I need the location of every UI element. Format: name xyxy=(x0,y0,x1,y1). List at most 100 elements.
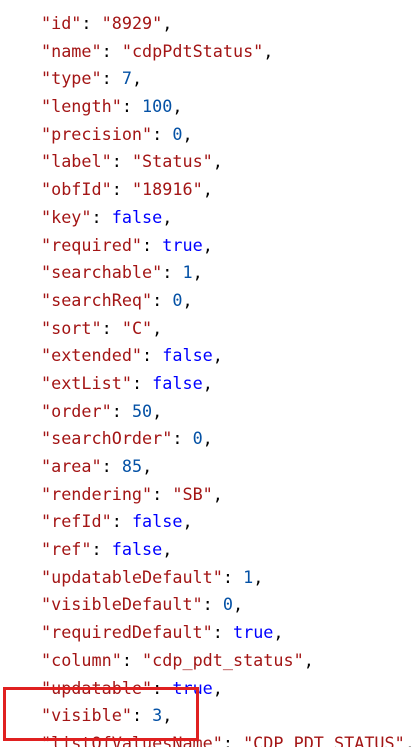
json-key: "updatableDefault" xyxy=(41,566,223,587)
json-key: "area" xyxy=(41,456,102,476)
json-value: "8929" xyxy=(101,13,163,33)
json-value: false xyxy=(152,372,203,393)
json-value: 100 xyxy=(142,96,173,117)
json-value: false xyxy=(162,345,213,366)
json-value: 50 xyxy=(131,400,153,421)
json-comma: , xyxy=(212,677,223,698)
json-comma: , xyxy=(202,234,213,255)
json-value: true xyxy=(232,622,274,643)
json-key: "key" xyxy=(41,206,92,227)
json-colon: : xyxy=(152,483,173,504)
json-key: "label" xyxy=(41,151,112,172)
json-line: "label": "Status", xyxy=(0,148,413,176)
json-key: "searchable" xyxy=(41,262,163,283)
json-colon: : xyxy=(101,40,122,61)
json-colon: : xyxy=(222,732,244,747)
json-comma: , xyxy=(212,151,223,172)
json-colon: : xyxy=(101,68,122,89)
json-comma: , xyxy=(162,13,173,33)
json-key: "requiredDefault" xyxy=(41,622,213,643)
json-comma: , xyxy=(303,649,314,670)
json-comma: , xyxy=(273,622,284,643)
json-comma: , xyxy=(202,372,213,393)
json-value: "18916" xyxy=(131,179,203,200)
json-colon: : xyxy=(222,566,244,587)
json-line: "precision": 0, xyxy=(0,121,413,149)
json-value: "SB" xyxy=(172,483,213,504)
json-comma: , xyxy=(202,428,213,449)
json-colon: : xyxy=(212,622,233,643)
json-value: 1 xyxy=(182,262,193,283)
json-value: 0 xyxy=(222,594,233,615)
json-key: "type" xyxy=(41,68,102,89)
json-key: "searchOrder" xyxy=(41,428,173,449)
json-colon: : xyxy=(162,262,183,283)
json-comma: , xyxy=(212,483,223,504)
json-value: true xyxy=(162,234,203,255)
json-colon: : xyxy=(121,649,143,670)
json-comma: , xyxy=(182,289,193,310)
json-key: "rendering" xyxy=(41,483,153,504)
json-key: "id" xyxy=(41,13,82,33)
json-line: "order": 50, xyxy=(0,398,413,426)
json-comma: , xyxy=(162,539,173,560)
json-key: "name" xyxy=(41,40,102,61)
json-line: "visibleDefault": 0, xyxy=(0,591,413,619)
json-colon: : xyxy=(142,345,163,366)
json-line: "searchOrder": 0, xyxy=(0,425,413,453)
highlight-box xyxy=(3,687,199,741)
json-colon: : xyxy=(111,400,132,421)
json-value: 3 xyxy=(152,705,163,726)
json-line: "ref": false, xyxy=(0,536,413,564)
json-line: "rendering": "SB", xyxy=(0,481,413,509)
json-colon: : xyxy=(131,705,153,726)
json-comma: , xyxy=(253,566,264,587)
json-comma: , xyxy=(162,206,173,227)
json-colon: : xyxy=(91,206,112,227)
json-key: "precision" xyxy=(41,123,153,144)
json-comma: , xyxy=(152,400,163,421)
json-colon: : xyxy=(101,456,122,476)
json-comma: , xyxy=(182,511,193,532)
json-key: "obfId" xyxy=(41,179,112,200)
json-key: "searchReq" xyxy=(41,289,153,310)
json-comma: , xyxy=(152,317,163,338)
json-line: "refId": false, xyxy=(0,508,413,536)
json-line: "visible": 3, xyxy=(0,702,413,730)
json-colon: : xyxy=(91,539,112,560)
json-line: "updatableDefault": 1, xyxy=(0,564,413,592)
json-line: "area": 85, xyxy=(0,453,413,481)
json-comma: , xyxy=(142,456,153,476)
json-value: false xyxy=(131,511,183,532)
json-comma: , xyxy=(172,96,183,117)
json-value: "cdp_pdt_status" xyxy=(142,649,304,670)
json-line: "sort": "C", xyxy=(0,315,413,343)
json-line: "required": true, xyxy=(0,232,413,260)
json-comma: , xyxy=(192,262,203,283)
json-line: "requiredDefault": true, xyxy=(0,619,413,647)
json-value: 0 xyxy=(172,289,183,310)
json-comma: , xyxy=(182,123,193,144)
json-line: "length": 100, xyxy=(0,93,413,121)
json-key: "visible" xyxy=(41,705,132,726)
json-colon: : xyxy=(152,123,173,144)
json-key: "extended" xyxy=(41,345,143,366)
json-value: "Status" xyxy=(131,151,213,172)
json-line: "key": false, xyxy=(0,204,413,232)
json-value: "CDP_PDT_STATUS" xyxy=(243,732,405,747)
json-line: "id": "8929", xyxy=(0,10,413,38)
json-comma: , xyxy=(232,594,244,615)
json-value: 0 xyxy=(192,428,203,449)
json-lines: "id": "8929","name": "cdpPdtStatus","typ… xyxy=(0,10,413,747)
json-comma: , xyxy=(131,68,143,89)
json-key: "refId" xyxy=(41,511,112,532)
json-value: 7 xyxy=(121,68,132,89)
json-colon: : xyxy=(111,511,132,532)
json-value: 85 xyxy=(121,456,143,476)
json-key: "visibleDefault" xyxy=(41,594,203,615)
json-colon: : xyxy=(81,13,102,33)
json-colon: : xyxy=(202,594,223,615)
json-line: "searchable": 1, xyxy=(0,259,413,287)
json-colon: : xyxy=(172,428,193,449)
json-line: "extList": false, xyxy=(0,370,413,398)
